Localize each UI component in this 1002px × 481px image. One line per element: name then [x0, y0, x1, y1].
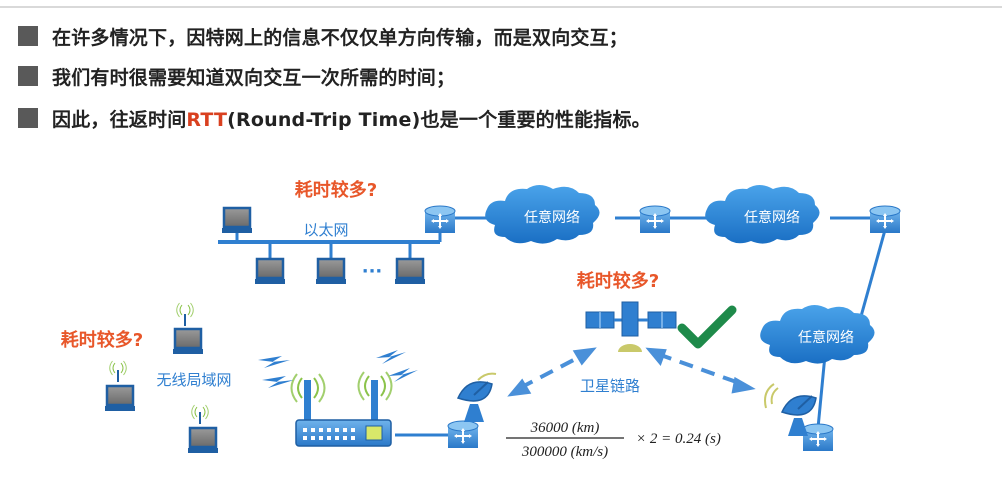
bullet-2: 我们有时很需要知道双向交互一次所需的时间； [18, 62, 455, 90]
bullet-2-text: 我们有时很需要知道双向交互一次所需的时间； [52, 66, 456, 89]
satellite-link-label: 卫星链路 [580, 377, 640, 395]
formula-numerator: 36000 (km) [530, 420, 600, 436]
router-icon [869, 205, 901, 234]
wireless-pc-3 [186, 404, 220, 455]
backbone-links [395, 216, 887, 437]
router-icon [639, 205, 671, 234]
rtt-formula: 36000 (km) 300000 (km/s) × 2 = 0.24 (s) [506, 420, 721, 460]
computer-icon [103, 384, 137, 413]
bullet-3-pre: 因此，往返时间 [52, 108, 187, 131]
checkmark-icon [677, 305, 737, 349]
computer-icon [171, 327, 205, 356]
bullet-3-text: 因此，往返时间RTT(Round-Trip Time)也是一个重要的性能指标。 [52, 105, 651, 132]
computer-icon [186, 426, 220, 455]
computer-icon [220, 206, 254, 235]
wireless-signal-icon [258, 350, 418, 388]
cloud-1: 任意网络 [485, 185, 600, 244]
wireless-pc-1 [171, 302, 205, 356]
satellite-dish-icon [764, 383, 817, 436]
rtt-term: RTT [186, 108, 228, 131]
top-divider [0, 6, 1002, 8]
cloud-3: 任意网络 [760, 305, 875, 364]
bullet-1-text: 在许多情况下，因特网上的信息不仅仅单方向传输，而是双向交互； [52, 26, 629, 49]
bullet-3: 因此，往返时间RTT(Round-Trip Time)也是一个重要的性能指标。 [18, 104, 651, 132]
cloud-2: 任意网络 [705, 185, 820, 244]
wlan-label: 无线局域网 [156, 371, 231, 389]
question-wlan: 耗时较多? [61, 329, 143, 351]
router-icon [802, 423, 834, 452]
formula-denominator: 300000 (km/s) [521, 444, 608, 460]
cloud-label: 任意网络 [744, 209, 800, 226]
formula-result: × 2 = 0.24 (s) [636, 431, 721, 447]
bullet-3-post: (Round-Trip Time)也是一个重要的性能指标。 [227, 108, 651, 131]
computer-icon [314, 257, 348, 286]
bullet-square-icon [18, 26, 38, 46]
router-icon [447, 420, 479, 449]
bullet-square-icon [18, 108, 38, 128]
ethernet-label: 以太网 [303, 221, 348, 239]
cloud-label: 任意网络 [798, 329, 854, 346]
ellipsis-text: ··· [362, 261, 383, 282]
bullet-square-icon [18, 66, 38, 86]
wireless-access-point-icon [290, 371, 393, 447]
cloud-label: 任意网络 [524, 209, 580, 226]
satellite-icon [585, 301, 677, 352]
wireless-pc-2 [103, 360, 137, 413]
computer-icon [253, 257, 287, 286]
computer-icon [393, 257, 427, 286]
satellite-link-arrows [507, 347, 756, 397]
satellite-dish-icon [456, 372, 497, 422]
bullet-1: 在许多情况下，因特网上的信息不仅仅单方向传输，而是双向交互； [18, 22, 628, 50]
router-icon [424, 205, 456, 234]
question-satellite: 耗时较多? [577, 270, 659, 292]
question-ethernet: 耗时较多? [295, 179, 377, 201]
